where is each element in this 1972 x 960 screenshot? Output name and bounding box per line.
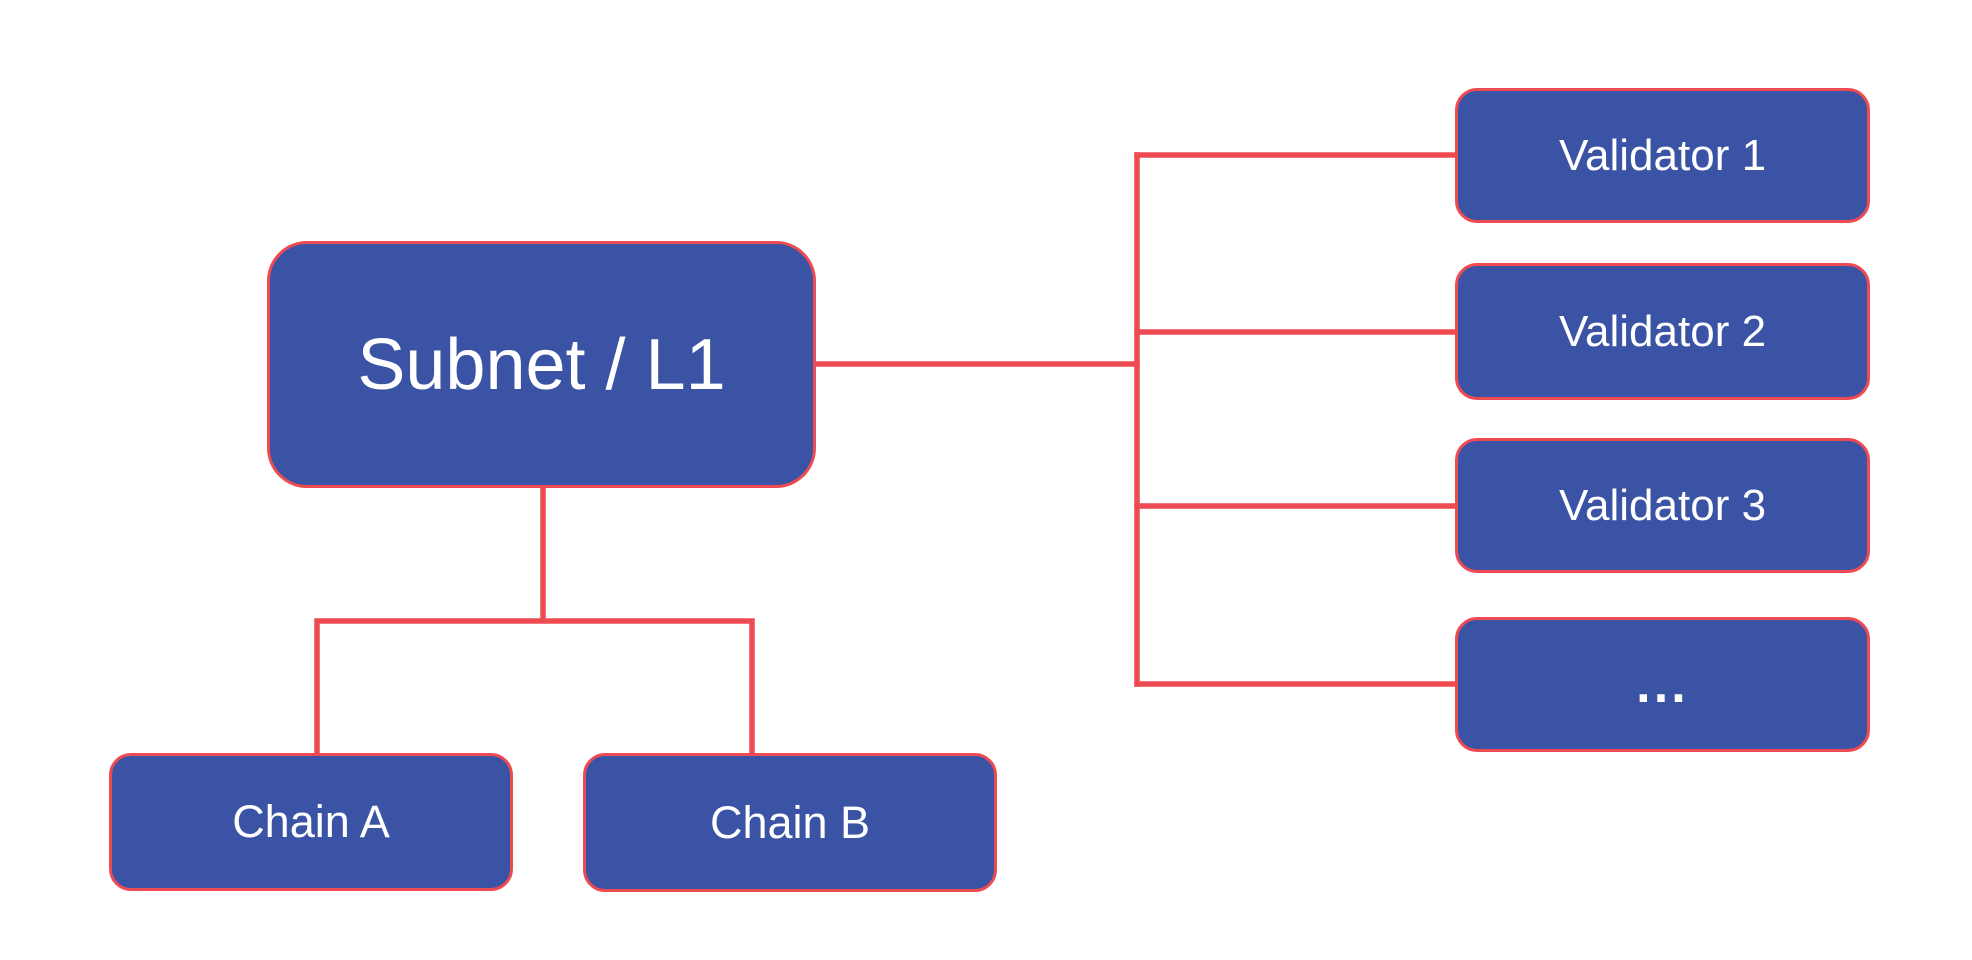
node-chain-b-label: Chain B [709,796,871,848]
node-subnet-l1: Subnet / L1 [267,241,816,488]
node-chain-a: Chain A [109,753,513,891]
node-validator-1: Validator 1 [1455,88,1870,223]
node-subnet-l1-label: Subnet / L1 [357,324,726,405]
node-validator-3: Validator 3 [1455,438,1870,573]
node-validator-2-label: Validator 2 [1558,306,1767,356]
node-validator-3-label: Validator 3 [1558,480,1767,530]
connector-subnet-to-chains [314,483,755,754]
node-chain-b: Chain B [583,753,997,892]
node-chain-a-label: Chain A [232,796,390,847]
node-validator-2: Validator 2 [1455,263,1870,400]
node-validator-1-label: Validator 1 [1558,130,1767,180]
node-validator-ellipsis-label: ... [1636,655,1689,714]
node-validator-ellipsis: ... [1455,617,1870,752]
